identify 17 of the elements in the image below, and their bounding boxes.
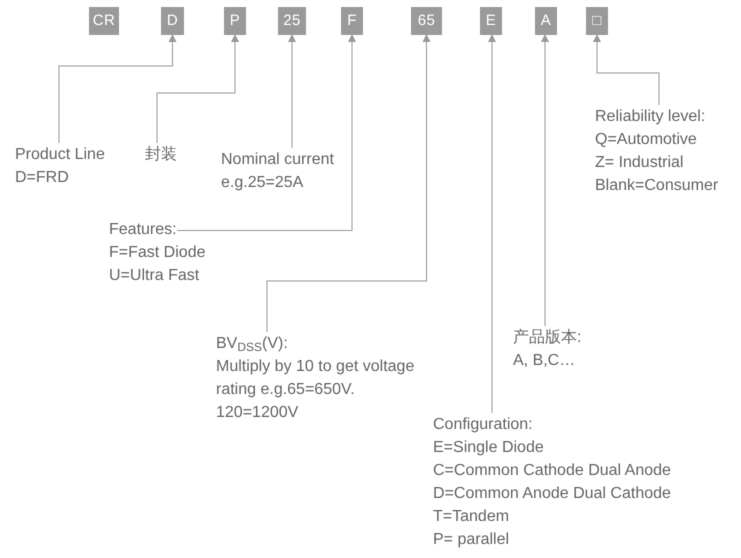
- code-box: CR: [89, 7, 119, 35]
- leader-line: [593, 34, 660, 106]
- code-box: A: [535, 7, 557, 35]
- leader-line: [176, 34, 356, 231]
- leader-line: [266, 34, 430, 332]
- code-box: F: [341, 7, 363, 35]
- code-box: D: [161, 7, 184, 35]
- leader-line: [58, 34, 176, 144]
- code-box: E: [480, 7, 502, 35]
- leader-line: [488, 34, 496, 414]
- code-box: 65: [411, 7, 442, 35]
- leader-line: [541, 34, 549, 326]
- leader-line: [156, 34, 239, 144]
- leader-line: [288, 34, 296, 148]
- code-box: □: [586, 7, 608, 35]
- code-box: 25: [278, 7, 306, 35]
- code-box: P: [224, 7, 246, 35]
